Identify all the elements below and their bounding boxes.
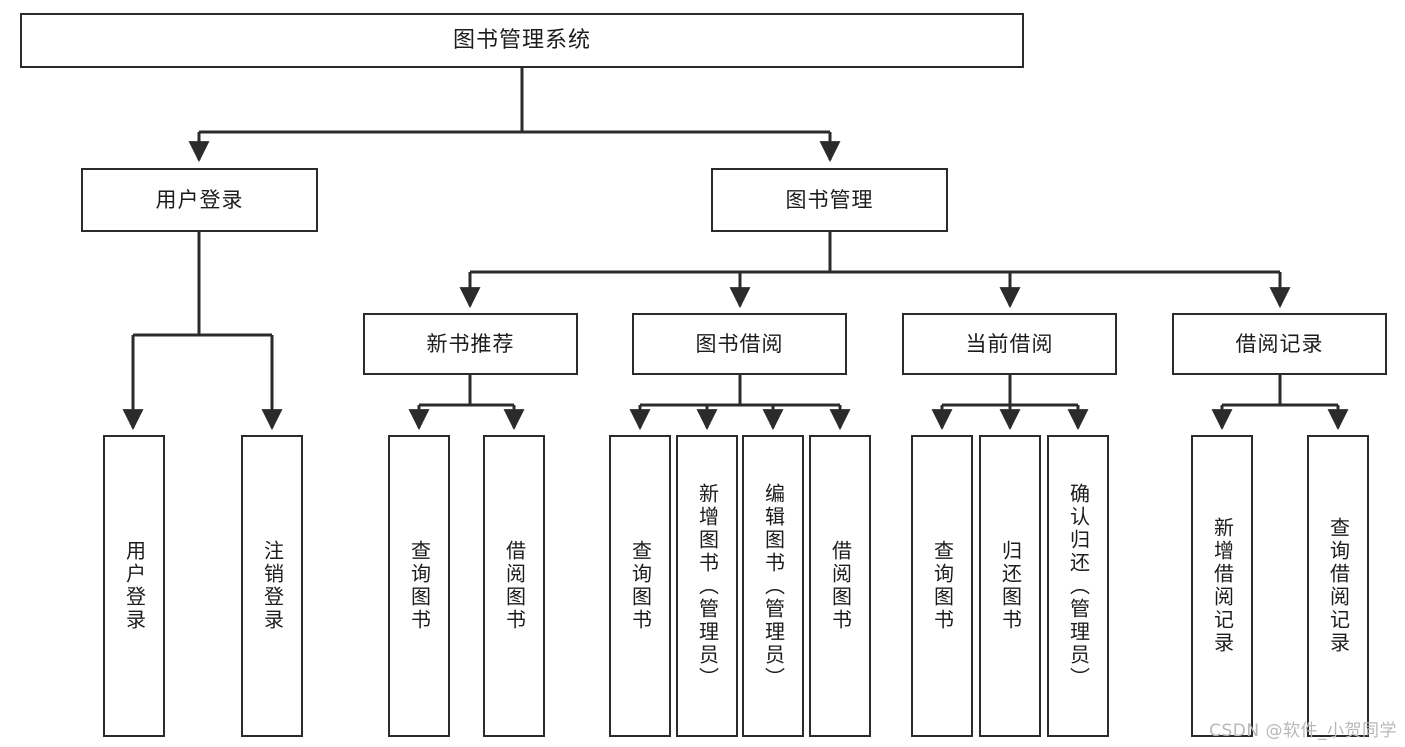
leaf-confirm-return-admin-label: 确认归还（管理员） [1066, 482, 1091, 690]
leaf-add-borrow-record-label: 新增借阅记录 [1210, 517, 1235, 655]
leaf-edit-book-admin-label: 编辑图书（管理员） [761, 482, 786, 690]
leaf-add-borrow-record[interactable]: 新增借阅记录 [1191, 435, 1253, 737]
leaf-query-borrow-record[interactable]: 查询借阅记录 [1307, 435, 1369, 737]
node-root[interactable]: 图书管理系统 [20, 13, 1024, 68]
node-root-label: 图书管理系统 [452, 27, 591, 53]
leaf-query-borrow-record-label: 查询借阅记录 [1326, 517, 1351, 655]
leaf-logout-label: 注销登录 [260, 540, 285, 632]
node-user-login-label: 用户登录 [155, 187, 244, 212]
leaf-return-book-label: 归还图书 [998, 540, 1023, 632]
leaf-query-book-current[interactable]: 查询图书 [911, 435, 973, 737]
leaf-confirm-return-admin[interactable]: 确认归还（管理员） [1047, 435, 1109, 737]
node-current-borrow[interactable]: 当前借阅 [902, 313, 1117, 375]
leaf-logout[interactable]: 注销登录 [241, 435, 303, 737]
node-new-book-recommend-label: 新书推荐 [426, 331, 515, 356]
csdn-watermark: CSDN @软件_小贺同学 [1209, 721, 1397, 741]
leaf-query-book-newbook-label: 查询图书 [407, 540, 432, 632]
leaf-user-login[interactable]: 用户登录 [103, 435, 165, 737]
leaf-user-login-label: 用户登录 [122, 540, 147, 632]
node-user-login[interactable]: 用户登录 [81, 168, 318, 232]
leaf-return-book[interactable]: 归还图书 [979, 435, 1041, 737]
leaf-query-book-newbook[interactable]: 查询图书 [388, 435, 450, 737]
node-book-management[interactable]: 图书管理 [711, 168, 948, 232]
leaf-query-book-borrow[interactable]: 查询图书 [609, 435, 671, 737]
leaf-borrow-book-newbook-label: 借阅图书 [502, 540, 527, 632]
leaf-borrow-book-borrow-label: 借阅图书 [828, 540, 853, 632]
node-borrow-records[interactable]: 借阅记录 [1172, 313, 1387, 375]
node-borrow-records-label: 借阅记录 [1235, 331, 1324, 356]
leaf-borrow-book-borrow[interactable]: 借阅图书 [809, 435, 871, 737]
leaf-add-book-admin[interactable]: 新增图书（管理员） [676, 435, 738, 737]
leaf-query-book-borrow-label: 查询图书 [628, 540, 653, 632]
node-book-borrow[interactable]: 图书借阅 [632, 313, 847, 375]
leaf-add-book-admin-label: 新增图书（管理员） [695, 482, 720, 690]
node-book-borrow-label: 图书借阅 [695, 331, 784, 356]
node-book-management-label: 图书管理 [785, 187, 874, 212]
node-new-book-recommend[interactable]: 新书推荐 [363, 313, 578, 375]
node-current-borrow-label: 当前借阅 [965, 331, 1054, 356]
leaf-borrow-book-newbook[interactable]: 借阅图书 [483, 435, 545, 737]
leaf-edit-book-admin[interactable]: 编辑图书（管理员） [742, 435, 804, 737]
leaf-query-book-current-label: 查询图书 [930, 540, 955, 632]
